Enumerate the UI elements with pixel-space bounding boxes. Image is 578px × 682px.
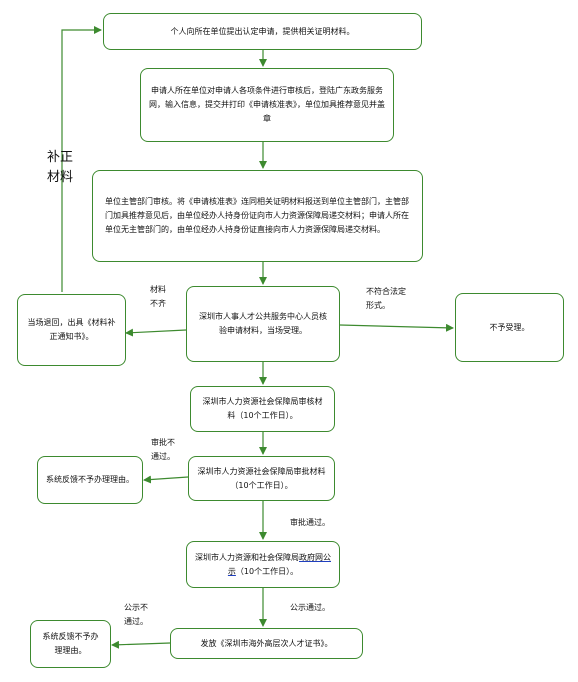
feedback-box-review-text: 系统反馈不予办理理由。 bbox=[46, 475, 134, 484]
step-apply-text: 个人向所在单位提出认定申请，提供相关证明材料。 bbox=[170, 26, 355, 36]
step-publicity: 深圳市人力资源和社会保障局政府网公示（10个工作日）。 bbox=[186, 541, 340, 588]
step-verify-accept-text: 深圳市人事人才公共服务中心人员核验申请材料，当场受理。 bbox=[199, 312, 327, 335]
arrow-supplement-loop bbox=[61, 26, 102, 292]
step-approve-text: 深圳市人力资源社会保障局审批材料（10个工作日）。 bbox=[197, 466, 326, 490]
step-dept-review: 单位主管部门审核。将《申请核准表》连同相关证明材料报送到单位主管部门，主管部门加… bbox=[92, 170, 423, 262]
label-supplement: 补正 材料 bbox=[47, 150, 74, 185]
step-dept-review-text: 单位主管部门审核。将《申请核准表》连同相关证明材料报送到单位主管部门，主管部门加… bbox=[105, 197, 409, 234]
label-approved: 审批通过。 bbox=[290, 518, 330, 527]
feedback-box-publicity: 系统反馈不予办理理由。 bbox=[30, 620, 111, 668]
step-publicity-prefix: 深圳市人力资源和社会保障局 bbox=[195, 552, 299, 562]
label-publicity-fail: 公示不 通过。 bbox=[124, 603, 148, 626]
label-publicity-pass: 公示通过。 bbox=[290, 603, 330, 612]
step-approve: 深圳市人力资源社会保障局审批材料（10个工作日）。 bbox=[188, 456, 335, 501]
reject-box-text: 不予受理。 bbox=[489, 322, 530, 332]
step-audit-text: 深圳市人力资源社会保障局审核材料（10个工作日）。 bbox=[202, 397, 323, 420]
reject-box: 不予受理。 bbox=[455, 293, 564, 362]
step-unit-review-text: 申请人所在单位对申请人各项条件进行审核后，登陆广东政务服务网，输入信息，提交并打… bbox=[149, 86, 385, 123]
return-box-text: 当场退回，出具《材料补正通知书》。 bbox=[27, 318, 116, 341]
step-issue-certificate-text: 发放《深圳市海外高层次人才证书》。 bbox=[200, 638, 333, 648]
step-audit: 深圳市人力资源社会保障局审核材料（10个工作日）。 bbox=[190, 386, 335, 432]
step-verify-accept: 深圳市人事人才公共服务中心人员核验申请材料，当场受理。 bbox=[186, 286, 340, 362]
step-publicity-text: 深圳市人力资源和社会保障局政府网公示（10个工作日）。 bbox=[195, 551, 331, 579]
gov-site-publicity-link[interactable]: 政府网公示 bbox=[227, 552, 331, 576]
label-nonconform: 不符合法定 形式。 bbox=[366, 287, 406, 310]
label-incomplete: 材料 不齐 bbox=[150, 285, 166, 308]
feedback-box-publicity-text: 系统反馈不予办理理由。 bbox=[42, 632, 99, 655]
arrow-s6-feedback bbox=[143, 475, 189, 484]
arrow-s4-reject bbox=[339, 323, 454, 332]
step-apply: 个人向所在单位提出认定申请，提供相关证明材料。 bbox=[103, 13, 422, 50]
arrow-s8-feedback bbox=[111, 640, 171, 649]
arrow-s4-return bbox=[125, 328, 187, 337]
step-unit-review: 申请人所在单位对申请人各项条件进行审核后，登陆广东政务服务网，输入信息，提交并打… bbox=[140, 68, 394, 142]
return-box: 当场退回，出具《材料补正通知书》。 bbox=[17, 294, 126, 366]
step-publicity-suffix: （10个工作日）。 bbox=[235, 566, 299, 576]
feedback-box-review: 系统反馈不予办理理由。 bbox=[37, 456, 143, 504]
step-issue-certificate: 发放《深圳市海外高层次人才证书》。 bbox=[170, 628, 363, 659]
label-not-approved: 审批不 通过。 bbox=[151, 438, 175, 461]
